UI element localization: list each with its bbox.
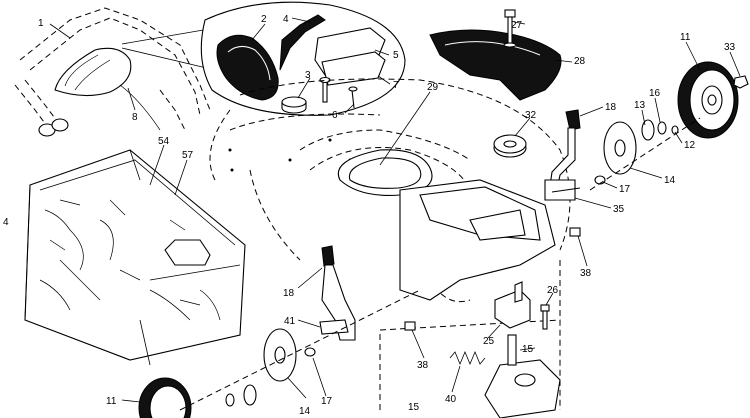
grass-catcher: [24, 149, 246, 366]
callout-13: 13: [634, 100, 646, 111]
callout-18-left: 18: [283, 288, 295, 299]
callout-38-right: 38: [580, 268, 592, 279]
callout-11-left: 11: [106, 396, 117, 407]
left-wheel-part-11: [138, 377, 192, 418]
callout-57: 57: [182, 150, 194, 161]
left-height-adjuster: [319, 245, 356, 341]
left-wheel-hub-parts: [225, 328, 316, 407]
right-wheel-part-11: [677, 61, 739, 139]
callout-27: 27: [511, 20, 523, 31]
right-height-adjuster: [544, 109, 581, 201]
callout-4-top: 4: [283, 14, 289, 25]
callout-15-a: 15: [522, 344, 534, 355]
callout-2: 2: [261, 14, 267, 25]
callout-6: 6: [332, 110, 338, 121]
callout-35: 35: [613, 204, 625, 215]
right-wheel-hub-parts: [594, 119, 679, 185]
callout-labels: 1 2 3 4 4 5 6 7 8 11 11 12 13 14 14 15 1…: [3, 14, 736, 417]
gearbox-part-15: [484, 334, 561, 418]
callout-41: 41: [284, 316, 296, 327]
nut-part-33: [733, 75, 749, 89]
screw-part-6: [322, 79, 328, 103]
bolt-part-27: [503, 9, 517, 48]
rear-shroud: [399, 179, 556, 301]
lever-part-4: [279, 14, 326, 71]
callout-1: 1: [38, 18, 44, 29]
belt-part-29: [337, 149, 433, 196]
callout-15-b: 15: [408, 402, 420, 413]
nut-part-38-left: [404, 321, 416, 331]
callout-16: 16: [649, 88, 661, 99]
callout-40: 40: [445, 394, 457, 405]
callout-54: 54: [158, 136, 170, 147]
callout-7: 7: [393, 80, 399, 91]
callout-8: 8: [132, 112, 138, 123]
callout-14-right: 14: [664, 175, 676, 186]
spring-part-40: [449, 350, 486, 366]
inset-detail: [121, 1, 406, 116]
leader-lines: [49, 17, 741, 403]
bolt-part-26: [540, 304, 550, 330]
callout-29: 29: [427, 82, 439, 93]
callout-3: 3: [305, 70, 311, 81]
callout-28: 28: [574, 56, 586, 67]
pulley-part-32: [493, 134, 527, 158]
callout-17-left: 17: [321, 396, 333, 407]
callout-33: 33: [724, 42, 736, 53]
nut-part-38-right: [569, 227, 581, 237]
callout-38-left: 38: [417, 360, 429, 371]
bracket-part-25: [494, 281, 531, 329]
callout-18-right: 18: [605, 102, 617, 113]
callout-12: 12: [684, 140, 696, 151]
cover-part-28: [429, 29, 562, 101]
callout-26: 26: [547, 285, 559, 296]
callout-4-left: 4: [3, 217, 9, 228]
callout-14-left: 14: [299, 406, 311, 417]
cap-part-2: [216, 34, 279, 101]
callout-25: 25: [483, 336, 495, 347]
callout-32: 32: [525, 110, 537, 121]
callout-11-right: 11: [680, 32, 691, 43]
callout-17-right: 17: [619, 184, 631, 195]
handle-assembly: [14, 7, 211, 137]
knob-part-3: [281, 96, 307, 114]
callout-5: 5: [393, 50, 399, 61]
